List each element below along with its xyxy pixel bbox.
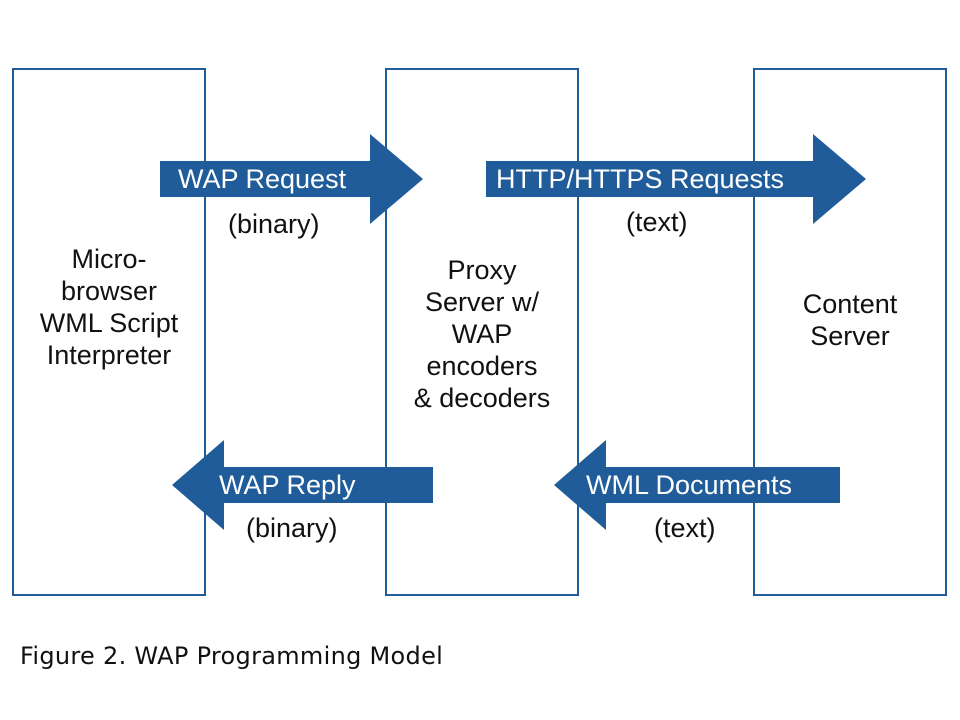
proxy-server-label: Proxy Server w/ WAP encoders & decoders bbox=[413, 255, 551, 413]
wap-request-label: WAP Request bbox=[178, 164, 347, 194]
client-label: Micro- browser WML Script Interpreter bbox=[39, 244, 179, 370]
http-requests-arrow bbox=[486, 134, 866, 224]
proxy-server-box bbox=[385, 68, 579, 596]
wap-reply-label: WAP Reply bbox=[219, 470, 356, 500]
client-box bbox=[12, 68, 206, 596]
wml-documents-sub: (text) bbox=[654, 513, 716, 543]
http-requests-label: HTTP/HTTPS Requests bbox=[496, 164, 785, 194]
http-requests-sub: (text) bbox=[626, 207, 688, 237]
wap-reply-arrow bbox=[172, 440, 433, 530]
content-server-box bbox=[753, 68, 947, 596]
wap-request-arrow bbox=[160, 134, 423, 224]
wml-documents-label: WML Documents bbox=[586, 470, 793, 500]
content-server-label: Content Server bbox=[802, 289, 898, 351]
wap-reply-sub: (binary) bbox=[246, 513, 338, 543]
figure-caption: Figure 2. WAP Programming Model bbox=[20, 642, 444, 670]
wml-documents-arrow bbox=[554, 440, 840, 530]
wap-request-sub: (binary) bbox=[228, 209, 320, 239]
